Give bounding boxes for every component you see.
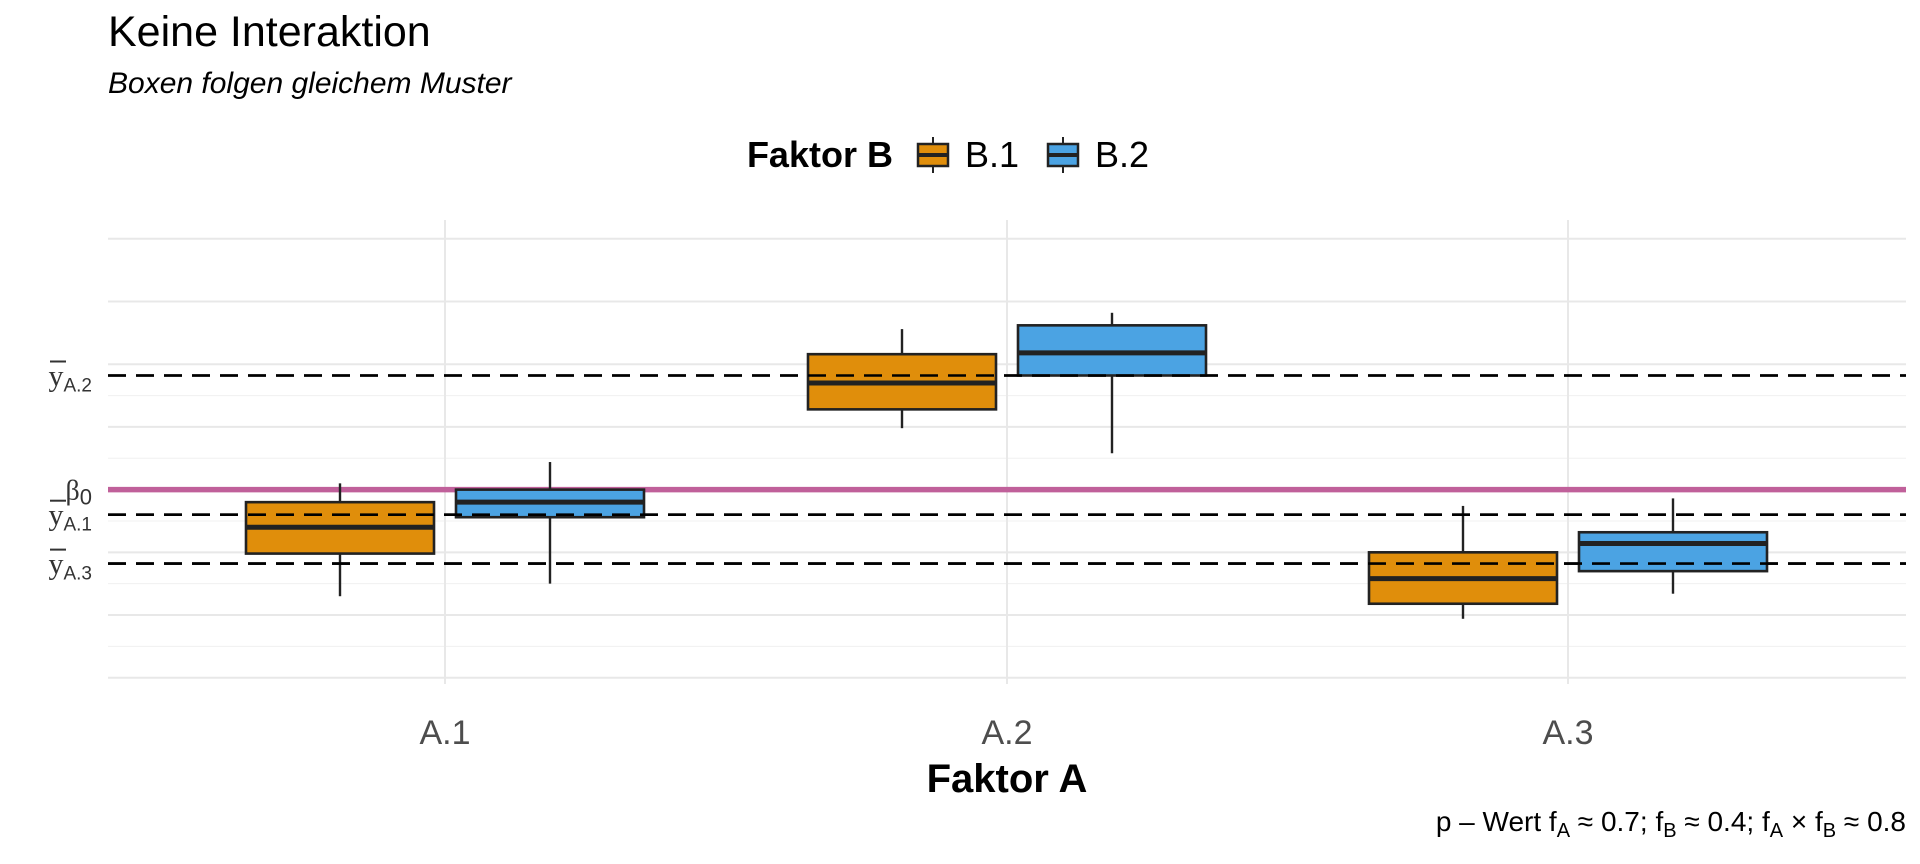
legend-key-b2 bbox=[1046, 137, 1080, 173]
legend-label-b1: B.1 bbox=[964, 134, 1020, 175]
chart-title: Keine Interaktion bbox=[108, 8, 431, 56]
legend-label-b2: B.2 bbox=[1095, 134, 1150, 175]
ref-label-0: yA.2 bbox=[48, 360, 92, 397]
x-axis-title: Faktor A bbox=[927, 757, 1088, 801]
legend-item-b2: B.2 bbox=[1043, 134, 1149, 176]
legend: Faktor B B.1 B.2 bbox=[0, 130, 1920, 180]
ref-label-3: yA.3 bbox=[48, 548, 92, 585]
box-b2-a3 bbox=[1577, 530, 1769, 573]
legend-key-b1 bbox=[916, 137, 950, 173]
ref-label-2: yA.1 bbox=[48, 499, 92, 536]
x-tick-label-a1: A.1 bbox=[419, 714, 470, 752]
ref-label-1: β0 bbox=[66, 476, 93, 510]
caption: p – Wert fA ≈ 0.7; fB ≈ 0.4; fA × fB ≈ 0… bbox=[1435, 806, 1906, 842]
x-tick-label-a3: A.3 bbox=[1542, 714, 1593, 752]
chart-subtitle: Boxen folgen gleichem Muster bbox=[108, 67, 512, 100]
x-tick-label-a2: A.2 bbox=[981, 714, 1032, 752]
legend-item-b1: B.1 bbox=[913, 134, 1019, 176]
legend-title: Faktor B bbox=[746, 134, 893, 175]
box-b2-a2 bbox=[1016, 324, 1208, 377]
